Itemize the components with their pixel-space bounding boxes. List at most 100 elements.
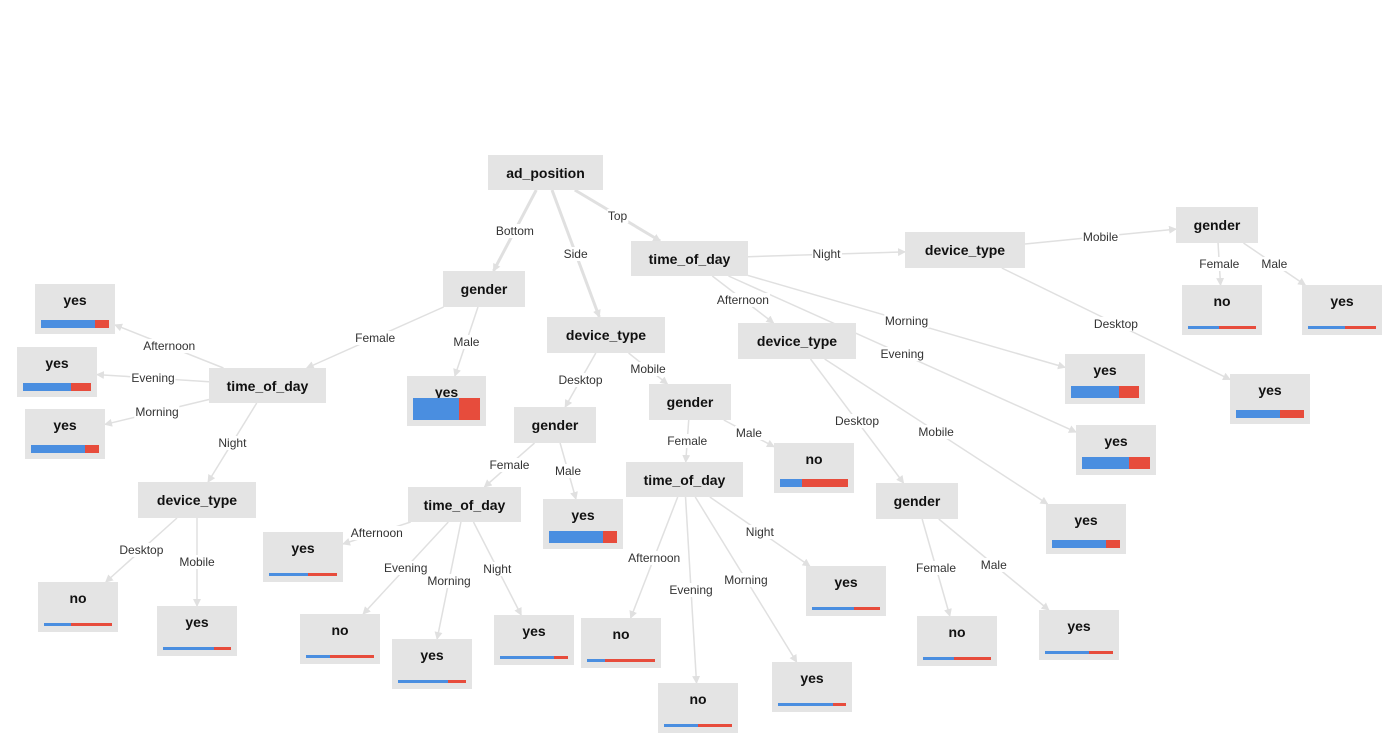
split-node-root[interactable]: ad_position: [488, 155, 603, 190]
bar-segment-yes: [812, 607, 855, 610]
leaf-node-l_yes_nig2[interactable]: yes: [494, 615, 574, 665]
bar-segment-no: [605, 659, 655, 662]
leaf-node-l_no_fem4[interactable]: no: [917, 616, 997, 666]
split-node-dt2[interactable]: device_type: [138, 482, 256, 518]
node-label: ad_position: [506, 164, 585, 181]
leaf-node-l_no_fem5[interactable]: no: [1182, 285, 1262, 335]
edge-label: Evening: [668, 583, 714, 597]
node-label: gender: [531, 417, 579, 433]
split-node-g4[interactable]: gender: [876, 483, 958, 519]
leaf-node-l_yes_desk5[interactable]: yes: [1230, 374, 1310, 424]
bar-segment-no: [70, 383, 91, 391]
split-node-dt1[interactable]: device_type: [547, 317, 665, 353]
bar-segment-no: [1218, 326, 1256, 329]
split-node-g5[interactable]: gender: [1176, 207, 1258, 243]
leaf-node-l_mor1[interactable]: yes: [25, 409, 105, 459]
class-distribution-bar: [413, 398, 480, 420]
bar-segment-yes: [306, 655, 330, 658]
edge-label: Female: [354, 330, 397, 345]
bar-segment-yes: [269, 573, 308, 576]
split-node-dt3[interactable]: device_type: [738, 323, 856, 359]
node-label: yes: [420, 647, 444, 663]
node-label: yes: [834, 574, 858, 590]
bar-segment-no: [1345, 326, 1376, 329]
split-node-g1[interactable]: gender: [443, 271, 525, 307]
leaf-node-l_yes_mor2b[interactable]: yes: [1065, 354, 1145, 404]
leaf-node-l_no_male3[interactable]: no: [774, 443, 854, 493]
bar-segment-yes: [1308, 326, 1346, 329]
bar-segment-no: [1279, 410, 1304, 418]
edge-label: Male: [553, 464, 583, 478]
node-label: time_of_day: [643, 471, 726, 488]
edge-label: Desktop: [1092, 316, 1139, 331]
edge-label: Male: [452, 334, 481, 349]
class-distribution-bar: [1082, 457, 1150, 469]
split-node-g3[interactable]: gender: [649, 384, 731, 420]
node-label: device_type: [565, 327, 647, 343]
leaf-node-l_yes_male5[interactable]: yes: [1302, 285, 1382, 335]
leaf-node-l_no_eve4[interactable]: no: [658, 683, 738, 733]
edge-label: Afternoon: [142, 339, 197, 354]
split-node-g2[interactable]: gender: [514, 407, 596, 443]
edge-label: Bottom: [494, 223, 535, 238]
class-distribution-bar: [923, 657, 991, 660]
class-distribution-bar: [44, 623, 112, 626]
leaf-node-l_yes_mob3[interactable]: yes: [1046, 504, 1126, 554]
class-distribution-bar: [1308, 326, 1376, 329]
edge-label: Desktop: [118, 543, 165, 557]
leaf-node-l_no_desk1[interactable]: no: [38, 582, 118, 632]
leaf-node-l_yes_male1[interactable]: yes: [407, 376, 486, 426]
leaf-node-l_aft2[interactable]: yes: [263, 532, 343, 582]
node-label: yes: [434, 384, 459, 400]
leaf-node-l_yes_nig4[interactable]: yes: [806, 566, 886, 616]
bar-segment-no: [214, 647, 231, 650]
split-node-tod4[interactable]: time_of_day: [626, 462, 743, 497]
leaf-node-l_aft1[interactable]: yes: [35, 284, 115, 334]
leaf-node-l_yes_mor2[interactable]: yes: [392, 639, 472, 689]
node-label: no: [948, 624, 966, 640]
bar-segment-no: [71, 623, 112, 626]
edge-label: Night: [811, 247, 842, 262]
leaf-node-l_no_eve2[interactable]: no: [300, 614, 380, 664]
leaf-node-l_yes_male4[interactable]: yes: [1039, 610, 1119, 660]
node-label: device_type: [156, 492, 238, 508]
bar-segment-no: [953, 657, 991, 660]
class-distribution-bar: [41, 320, 109, 328]
leaf-node-l_eve1[interactable]: yes: [17, 347, 97, 397]
class-distribution-bar: [500, 656, 568, 659]
edge-label: Male: [734, 426, 763, 441]
class-distribution-bar: [269, 573, 337, 576]
class-distribution-bar: [23, 383, 91, 391]
bar-segment-no: [554, 656, 568, 659]
bar-segment-yes: [23, 383, 71, 391]
leaf-node-l_no_aft4[interactable]: no: [581, 618, 661, 668]
bar-segment-no: [854, 607, 880, 610]
node-label: time_of_day: [226, 377, 309, 394]
split-node-dt4[interactable]: device_type: [905, 232, 1025, 268]
edge-label: Male: [979, 557, 1008, 572]
bar-segment-yes: [500, 656, 555, 659]
edge-label: Afternoon: [627, 550, 682, 565]
split-node-tod1[interactable]: time_of_day: [209, 368, 326, 403]
node-label: time_of_day: [648, 250, 731, 267]
leaf-node-l_yes_mor4[interactable]: yes: [772, 662, 852, 712]
edge-label: Morning: [883, 314, 930, 329]
split-node-tod3[interactable]: time_of_day: [408, 487, 521, 522]
edge-label: Morning: [723, 572, 769, 587]
split-node-tod2[interactable]: time_of_day: [631, 241, 748, 276]
bar-segment-yes: [1188, 326, 1219, 329]
class-distribution-bar: [778, 703, 846, 706]
bar-segment-yes: [41, 320, 95, 328]
bar-segment-yes: [1071, 386, 1119, 398]
edge-label: Top: [606, 208, 629, 223]
class-distribution-bar: [1188, 326, 1256, 329]
edge-label: Female: [1198, 257, 1241, 271]
bar-segment-yes: [31, 445, 86, 453]
edge-label: Mobile: [917, 424, 955, 439]
bar-segment-no: [1118, 386, 1139, 398]
node-label: yes: [63, 292, 87, 308]
node-label: device_type: [756, 333, 838, 349]
leaf-node-l_yes_male2[interactable]: yes: [543, 499, 623, 549]
leaf-node-l_yes_mob1[interactable]: yes: [157, 606, 237, 656]
leaf-node-l_yes_eve2b[interactable]: yes: [1076, 425, 1156, 475]
